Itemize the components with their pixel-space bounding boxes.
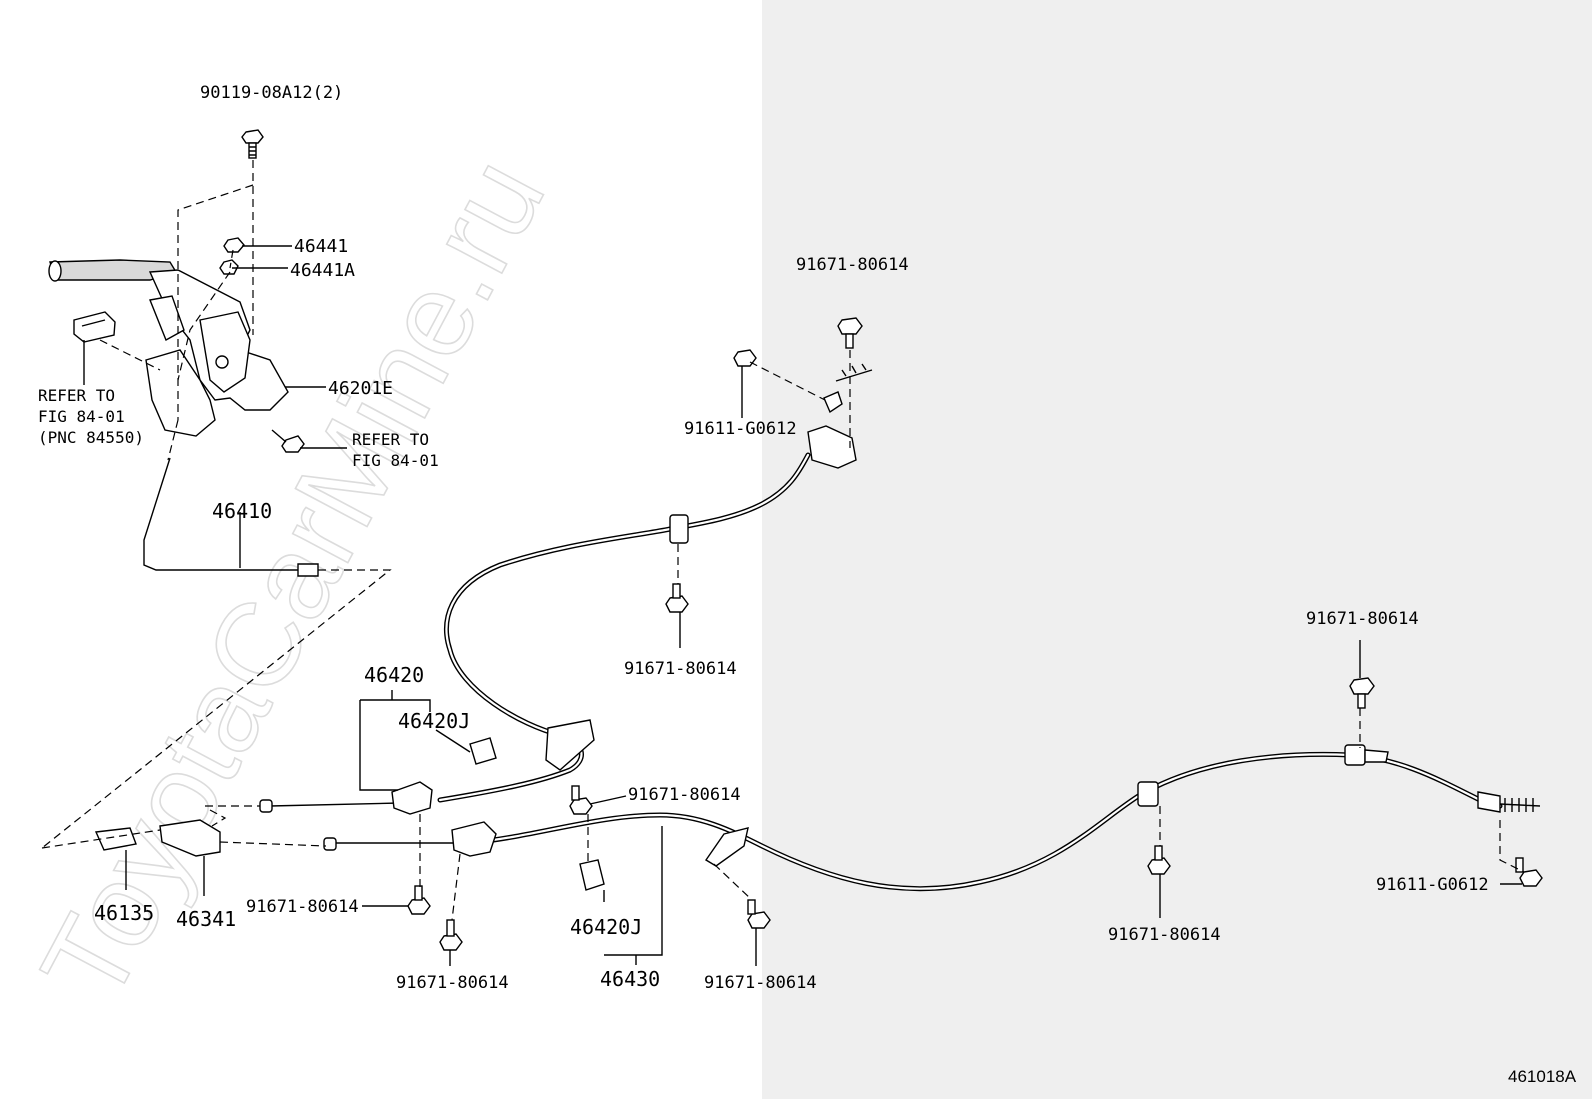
part-label: 91611-G0612 bbox=[1376, 875, 1489, 895]
part-label: 46201E bbox=[328, 378, 393, 399]
bracket-part bbox=[94, 819, 221, 857]
part-label: 90119-08A12(2) bbox=[200, 83, 343, 103]
bolt-icon bbox=[241, 129, 264, 159]
part-label: 91671-80614 bbox=[1306, 609, 1419, 629]
refer-note: REFER TO bbox=[352, 430, 429, 449]
part-label: 91671-80614 bbox=[796, 255, 909, 275]
part-label: 46430 bbox=[600, 967, 660, 991]
clip-part bbox=[469, 737, 605, 891]
part-label: 46420 bbox=[364, 663, 424, 687]
part-label: 91671-80614 bbox=[624, 659, 737, 679]
part-label: 46441 bbox=[294, 236, 348, 257]
refer-note: FIG 84-01 bbox=[38, 407, 125, 426]
part-label: 91671-80614 bbox=[704, 973, 817, 993]
part-label: 46341 bbox=[176, 907, 236, 931]
part-label: 91671-80614 bbox=[246, 897, 359, 917]
part-label: 46410 bbox=[212, 499, 272, 523]
part-label: 46441A bbox=[290, 260, 355, 281]
part-label: 91671-80614 bbox=[628, 785, 741, 805]
background-right-panel bbox=[762, 0, 1592, 1099]
refer-note: FIG 84-01 bbox=[352, 451, 439, 470]
bolt-icon bbox=[271, 429, 305, 453]
bracket-part bbox=[73, 311, 116, 343]
part-label: 46135 bbox=[94, 901, 154, 925]
parking-brake-lever bbox=[48, 259, 289, 437]
bolt-icon bbox=[407, 583, 1543, 951]
part-label: 91671-80614 bbox=[1108, 925, 1221, 945]
refer-note: (PNC 84550) bbox=[38, 428, 144, 447]
nut-icon bbox=[219, 237, 245, 275]
figure-code: 461018A bbox=[1508, 1067, 1577, 1086]
part-label: 91611-G0612 bbox=[684, 419, 797, 439]
refer-note: REFER TO bbox=[38, 386, 115, 405]
part-label: 46420J bbox=[570, 915, 642, 939]
clamp-part bbox=[545, 391, 1389, 867]
part-label: 46420J bbox=[398, 709, 470, 733]
part-label: 91671-80614 bbox=[396, 973, 509, 993]
